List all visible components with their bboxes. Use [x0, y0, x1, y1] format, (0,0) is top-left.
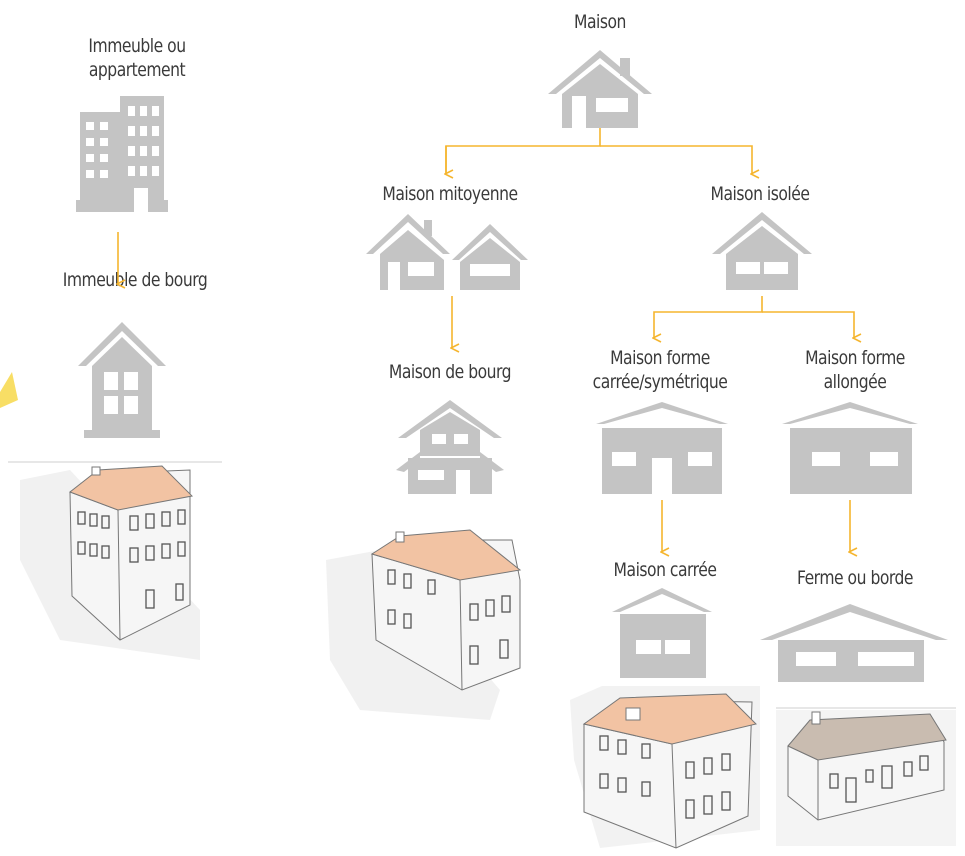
square-house-3d-sketch [570, 686, 760, 849]
semi-detached-houses-icon [366, 214, 528, 290]
house-icon [548, 50, 652, 128]
village-house-icon [396, 400, 504, 494]
farmhouse-3d-sketch [776, 710, 956, 846]
house-small-icon [712, 212, 812, 290]
label-maison: Maison [574, 11, 626, 33]
label-ferme-ou-borde: Ferme ou borde [796, 567, 914, 589]
label-maison-de-bourg: Maison de bourg [388, 361, 512, 383]
label-maison-forme-allongee: Maison forme allongée [805, 347, 905, 393]
yellow-accent [0, 372, 18, 408]
arrow-isolee-trunk [654, 296, 763, 338]
square-house-small-icon [612, 588, 712, 678]
building-icon [76, 96, 168, 212]
label-maison-forme-carree-symetrique: Maison forme carrée/symétrique [592, 347, 728, 393]
long-house-icon [782, 402, 918, 494]
village-house-3d-sketch [326, 529, 522, 720]
connectors [118, 128, 854, 552]
townhouse-icon [78, 322, 166, 438]
label-maison-mitoyenne: Maison mitoyenne [382, 183, 518, 205]
label-maison-isolee: Maison isolée [710, 183, 810, 205]
label-immeuble-appartement: Immeuble ou appartement [88, 35, 186, 81]
label-maison-carree: Maison carrée [613, 559, 717, 581]
building-3d-sketch [20, 465, 200, 660]
square-house-icon [596, 402, 728, 494]
farmhouse-icon [760, 604, 948, 682]
arrow-maison-to-isolee [600, 145, 752, 174]
arrow-maison-trunk [445, 128, 601, 174]
